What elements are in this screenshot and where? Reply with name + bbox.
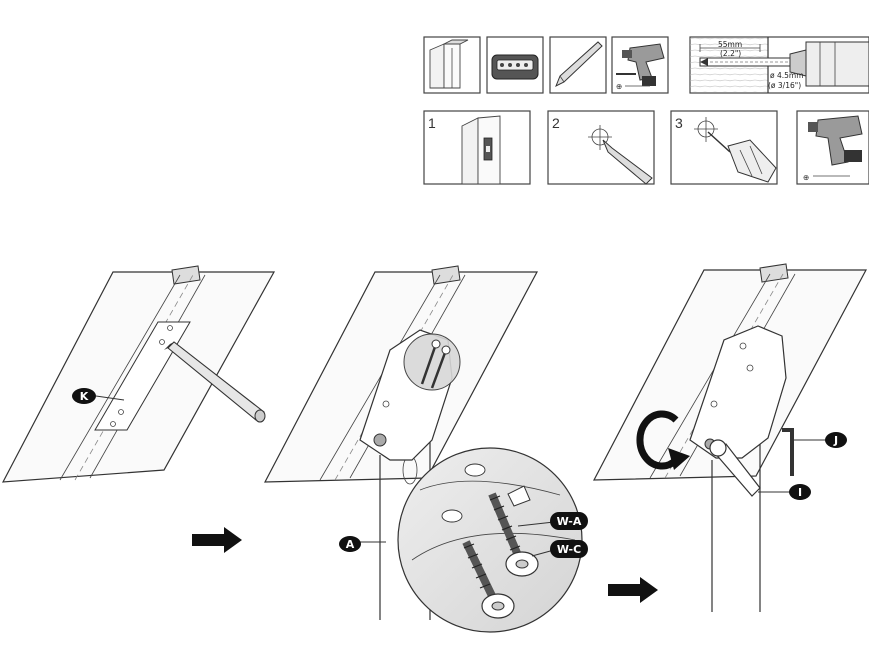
svg-text:⊕: ⊕: [616, 82, 622, 91]
callout-J: J: [825, 432, 847, 448]
next-step-arrow-2: [608, 577, 658, 603]
callout-WC: W-C: [550, 540, 588, 558]
tool-panel-pencil: [549, 36, 607, 94]
scene-mark-holes: K: [1, 265, 276, 483]
step-number-2: 2: [552, 115, 560, 131]
tool-panel-bracket: [486, 36, 544, 94]
svg-text:W-A: W-A: [557, 515, 582, 528]
svg-text:I: I: [798, 486, 802, 499]
step-number-3: 3: [675, 115, 683, 131]
tool-panel-drill-depth: 55mm (2.2") ø 4.5mm (ø 3/16"): [689, 36, 869, 94]
scene-attach-bracket: W-A W-C A: [263, 265, 588, 633]
drill-depth-label: 55mm: [718, 40, 742, 49]
step-number-1: 1: [428, 115, 436, 131]
scene-tighten: J I: [592, 263, 868, 612]
drill-bit-size: ø 4.5mm: [770, 71, 804, 80]
svg-text:⊕: ⊕: [803, 173, 809, 182]
step-panel-1: 1: [423, 110, 531, 185]
callout-A: A: [339, 536, 361, 552]
drill-bit-size-imperial: (ø 3/16"): [768, 81, 801, 90]
screw-wa: [488, 492, 539, 577]
svg-text:K: K: [80, 390, 89, 403]
step-panel-2: 2: [547, 110, 655, 185]
callout-WA: W-A: [550, 512, 588, 530]
screw-wc: [462, 540, 515, 619]
tool-panel-drill: ⊕: [611, 36, 669, 94]
next-step-arrow-1: [192, 527, 242, 553]
svg-text:W-C: W-C: [557, 543, 581, 556]
callout-K: K: [72, 388, 96, 404]
svg-text:A: A: [346, 538, 355, 551]
callout-I: I: [789, 484, 811, 500]
drill-depth-imperial: (2.2"): [720, 49, 741, 58]
step-panel-3: 3: [670, 110, 778, 185]
svg-text:J: J: [833, 434, 838, 447]
tool-panel-post-section: [423, 36, 481, 94]
step-panel-drill: ⊕: [796, 110, 869, 185]
